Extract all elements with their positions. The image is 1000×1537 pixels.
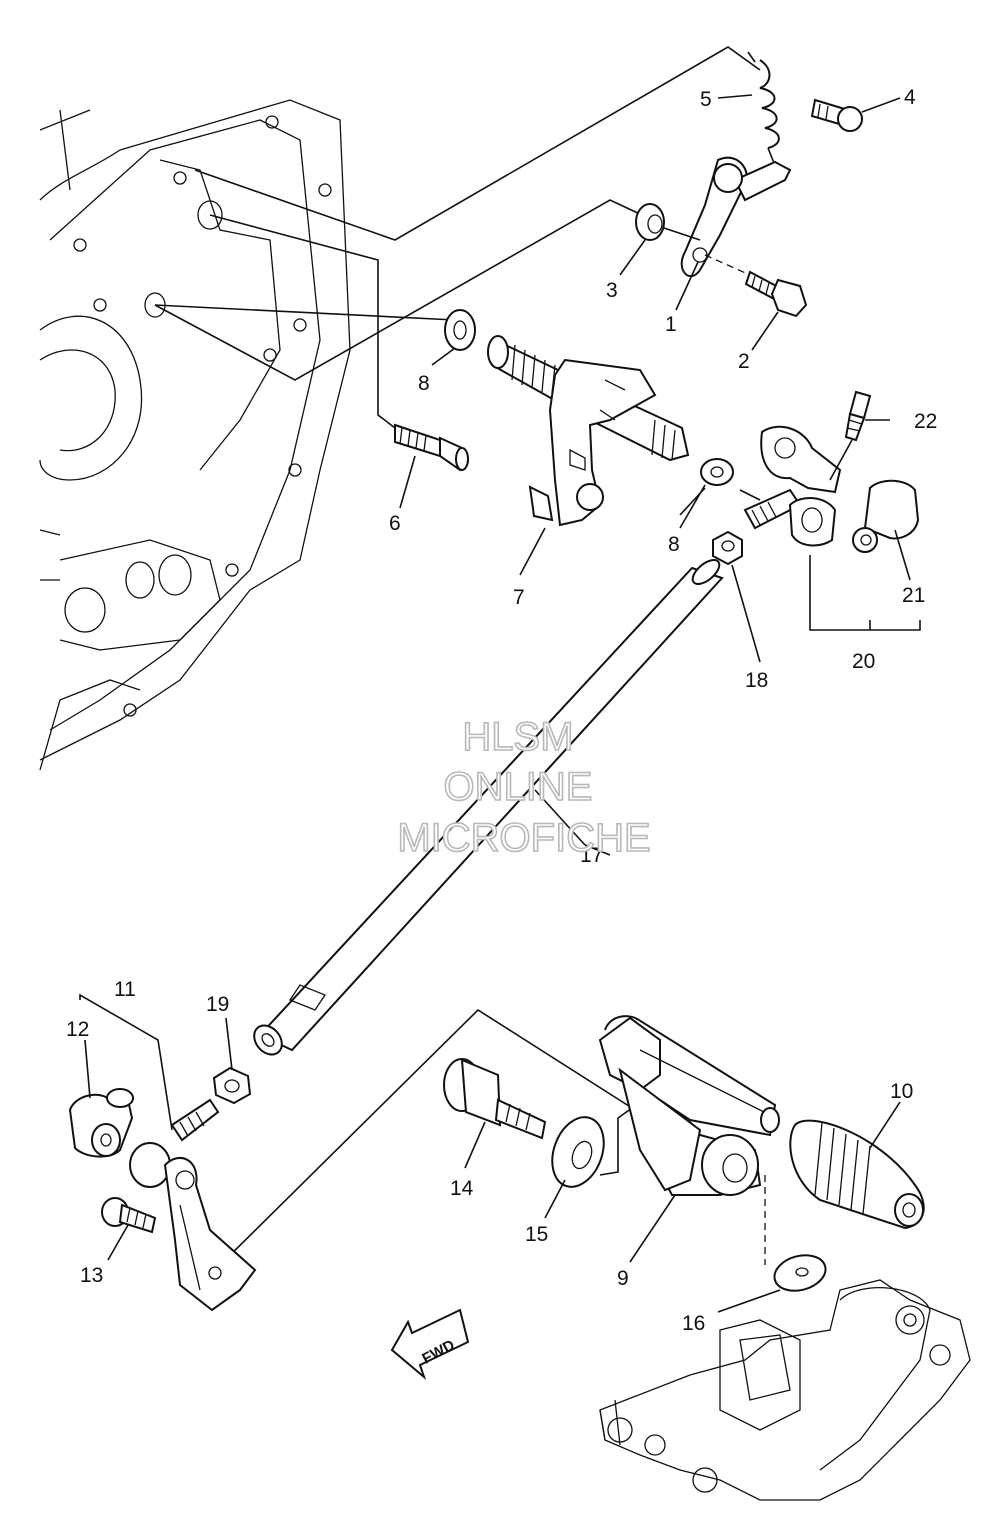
callout-8-lower: 8 <box>668 533 680 556</box>
callout-9: 9 <box>617 1267 629 1290</box>
pivot-bolt-14 <box>443 1058 547 1140</box>
callout-16: 16 <box>682 1312 705 1335</box>
callout-5: 5 <box>700 88 712 111</box>
shift-arm-1 <box>680 156 792 278</box>
washer-8-lower <box>700 458 734 486</box>
callout-11: 11 <box>114 978 136 1001</box>
callout-13: 13 <box>80 1264 103 1287</box>
watermark-line-2: ONLINE <box>444 765 593 809</box>
rod-end-20 <box>743 425 842 547</box>
reference-lines <box>79 46 921 1271</box>
callout-17: 17 <box>580 844 603 867</box>
pin-4 <box>810 98 863 132</box>
callout-18: 18 <box>745 669 768 692</box>
callout-12: 12 <box>66 1018 89 1041</box>
callout-2: 2 <box>738 350 750 373</box>
callout-6: 6 <box>389 512 401 535</box>
spring-5 <box>747 51 780 169</box>
callout-20: 20 <box>852 650 875 673</box>
callout-19: 19 <box>206 993 229 1016</box>
callout-14: 14 <box>450 1177 474 1200</box>
callout-7: 7 <box>513 586 525 609</box>
shift-arm-lower <box>163 1156 257 1312</box>
watermark-line-1: HLSM <box>462 715 573 759</box>
callout-21: 21 <box>902 584 925 607</box>
callout-15: 15 <box>525 1223 548 1246</box>
watermark-line-3: MICROFICHE <box>397 816 650 860</box>
washer-3 <box>635 203 701 241</box>
callouts: 1 2 3 4 5 6 7 8 8 9 10 11 12 13 14 15 16… <box>66 86 937 1335</box>
nut-19 <box>212 1066 252 1105</box>
washer-8-upper <box>444 309 476 351</box>
shift-rod-17 <box>253 559 724 1056</box>
watermark: HLSM ONLINE MICROFICHE <box>397 714 652 861</box>
shift-shaft-7 <box>487 335 690 527</box>
callout-22: 22 <box>914 410 937 433</box>
ball-joint-cap-21 <box>852 479 920 553</box>
bolt-2 <box>704 254 808 318</box>
screw-22 <box>829 390 872 481</box>
crankcase-cover <box>39 99 351 771</box>
washer-16 <box>773 1254 827 1292</box>
callout-10: 10 <box>890 1080 913 1103</box>
callout-1: 1 <box>665 313 677 336</box>
rod-end-11 <box>129 1098 220 1188</box>
stud-6 <box>394 423 470 472</box>
ball-joint-cap-12 <box>68 1088 134 1158</box>
callout-leaders <box>84 94 911 1313</box>
callout-3: 3 <box>606 279 618 302</box>
fwd-direction-arrow: FWD <box>390 1308 470 1381</box>
callout-4: 4 <box>904 86 916 109</box>
nut-18 <box>712 530 743 566</box>
footrest-bracket <box>599 1279 971 1501</box>
callout-8-upper: 8 <box>418 372 430 395</box>
pedal-rubber-10 <box>789 1119 925 1230</box>
washer-15 <box>551 1116 605 1188</box>
shift-pedal-9 <box>598 1015 780 1196</box>
bolt-13 <box>101 1197 157 1234</box>
